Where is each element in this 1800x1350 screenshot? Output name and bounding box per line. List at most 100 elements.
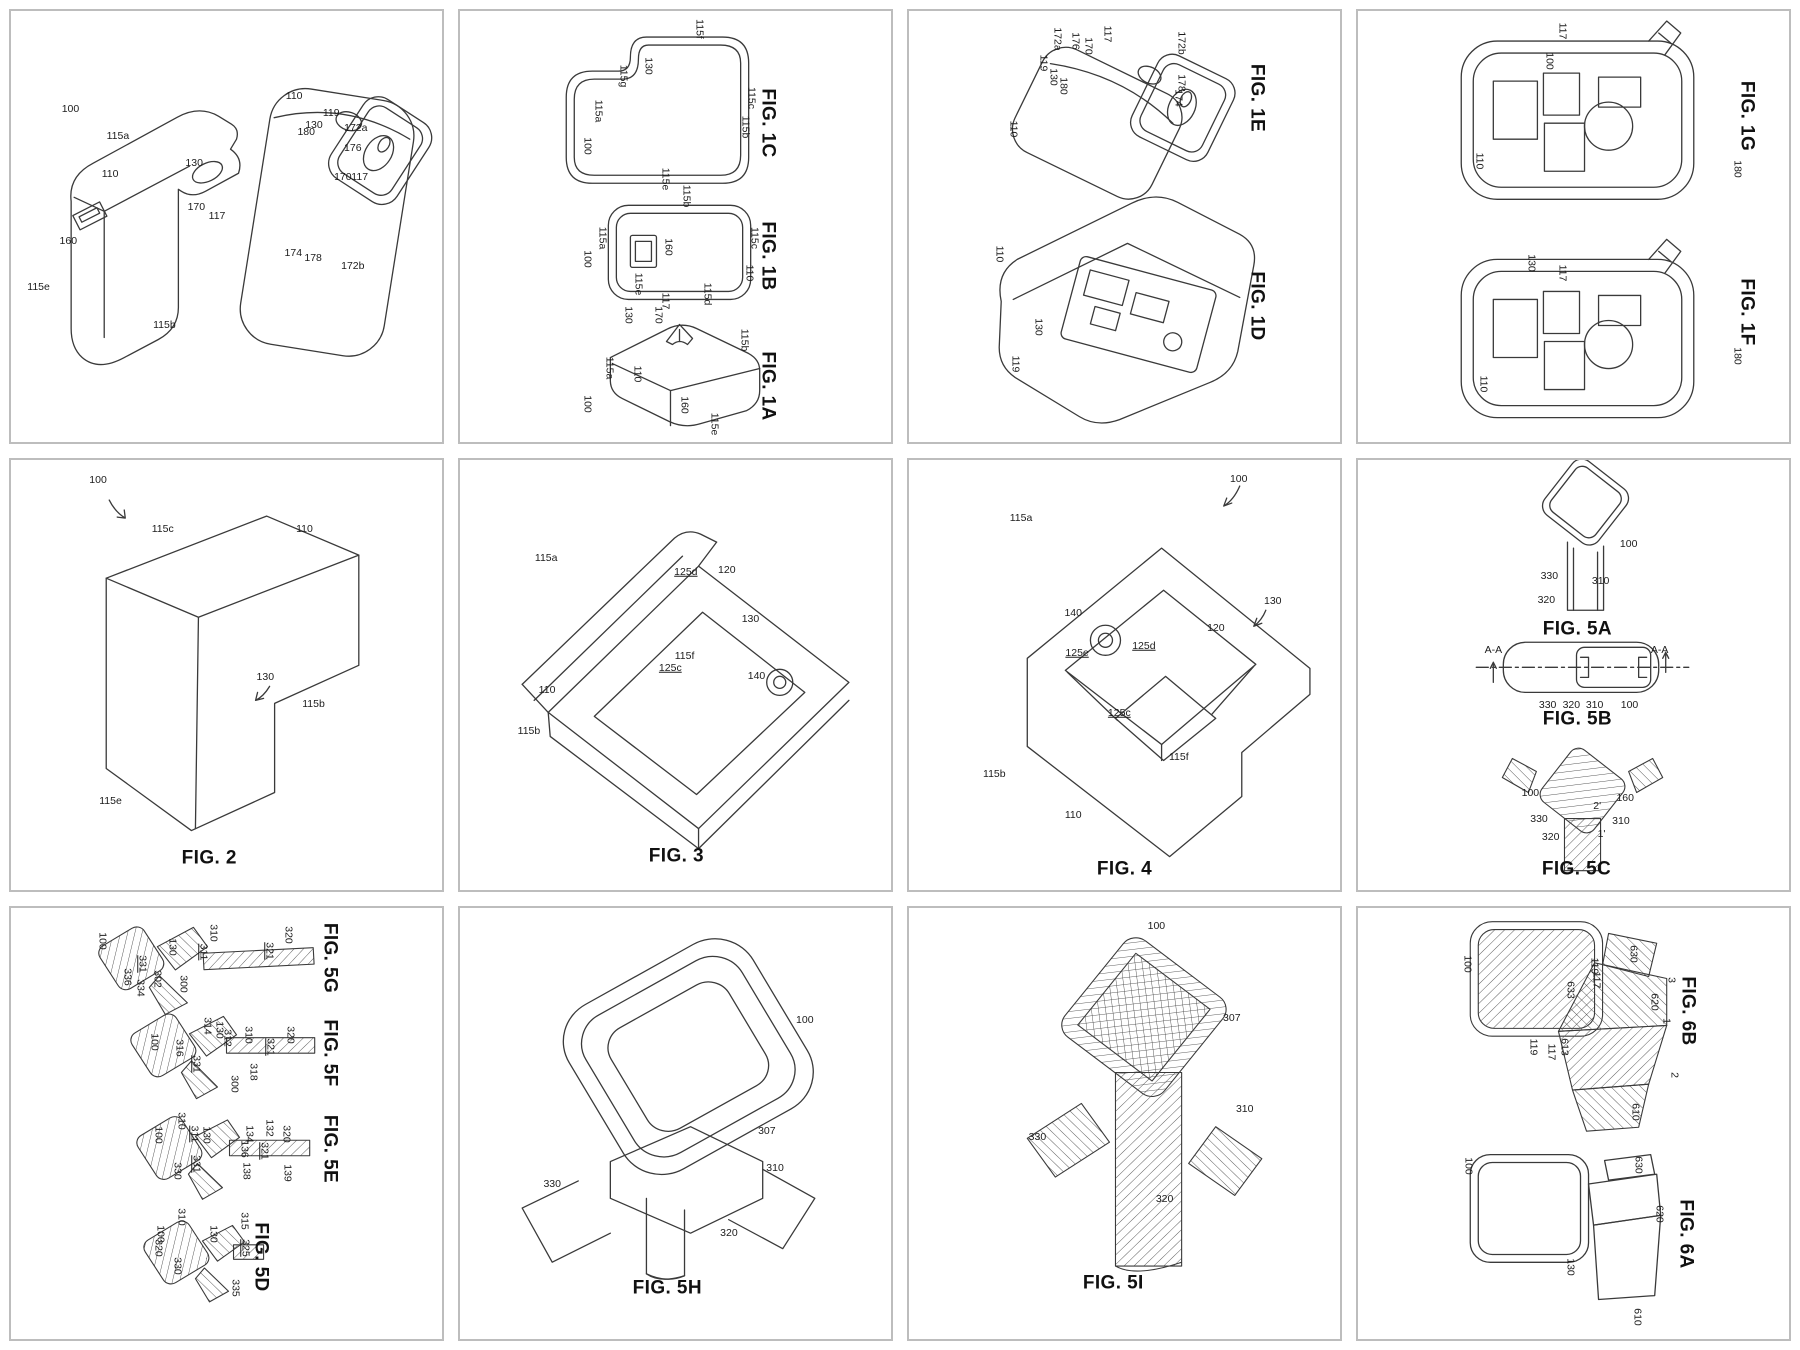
reference-numeral: 320 [1562,698,1581,711]
reference-numeral: 320 [284,1025,297,1044]
fig1abc-drawing [565,36,761,427]
reference-numeral: 100 [1461,955,1474,974]
reference-numeral: 170 [1082,37,1095,55]
reference-numeral: 310 [207,924,220,942]
reference-numeral: 115b [983,768,1006,781]
reference-numeral: 178 [304,251,322,264]
reference-numeral: 335 [228,1279,241,1297]
figure-caption: FIG. 1B [757,221,779,292]
reference-numeral: 110 [285,90,303,103]
reference-numeral: 320 [280,1124,293,1143]
fig6ab-drawing [1469,921,1668,1301]
reference-numeral: 325 [239,1239,252,1257]
reference-numeral: 1 [1659,1017,1672,1024]
fig5h-drawing [521,938,816,1281]
reference-numeral: 120 [718,564,736,577]
reference-numeral: 125d [1132,639,1156,652]
reference-numeral: 110 [1064,809,1082,822]
reference-numeral: 110 [743,264,756,282]
reference-numeral: 630 [1631,1155,1644,1174]
reference-numeral: 300 [228,1074,241,1093]
reference-numeral: 115b [738,328,751,351]
reference-numeral: 315 [237,1212,250,1231]
adapter-overview-drawing [70,87,433,366]
reference-numeral: 610 [1628,1103,1641,1121]
reference-numeral: 120 [1207,621,1225,634]
reference-numeral: 115a [106,129,130,142]
reference-numeral: 110 [101,167,119,180]
reference-numeral: 100 [1147,919,1166,932]
reference-numeral: 2 [1668,1071,1681,1078]
reference-numeral: 115b [680,184,693,208]
reference-numeral: A-A [1484,644,1503,657]
reference-numeral: 330 [171,1161,184,1180]
reference-numeral: 170 [652,305,665,324]
reference-numeral: 100 [1619,537,1638,550]
reference-numeral: 130 [1525,254,1538,273]
reference-numeral: 307 [758,1125,776,1138]
reference-numeral: 117 [1101,25,1114,43]
reference-numeral: 130 [642,57,655,75]
reference-numeral: 130 [622,305,635,324]
reference-numeral: 160 [1616,791,1634,804]
reference-numeral: 336 [121,968,134,986]
reference-numeral: 310 [1612,815,1630,828]
reference-numeral: 140 [1064,606,1082,619]
reference-numeral: 115e [99,794,122,807]
figure-caption: FIG. 5H [632,1277,702,1299]
reference-numeral: 110 [630,366,643,383]
reference-numeral: 100 [89,474,107,487]
reference-numeral: 320 [1155,1192,1174,1205]
reference-numeral: 100 [151,1126,164,1145]
fig3-drawing [521,530,850,849]
reference-numeral: 115e [659,168,672,191]
reference-numeral: 110 [296,522,313,535]
reference-numeral: 115e [708,413,721,436]
reference-numeral: 311 [197,943,210,961]
figure-caption: FIG. 3 [648,845,704,867]
reference-numeral: 174 [1172,89,1185,107]
reference-numeral: 302 [150,970,163,988]
reference-numeral: 115a [596,227,609,250]
reference-numeral: 115f [693,19,706,39]
reference-numeral: 620 [1647,993,1660,1011]
reference-numeral: 330 [171,1257,184,1275]
reference-numeral: 172a [344,121,368,134]
reference-numeral: 136 [237,1140,250,1158]
reference-numeral: 170 [334,170,352,183]
reference-numeral: 318 [247,1063,260,1081]
reference-numeral: 330 [1538,698,1557,711]
reference-numeral: 311 [187,1125,200,1142]
reference-numeral: 100 [1229,472,1248,485]
figure-caption: FIG. 2 [181,847,237,869]
fig5defg-drawing [98,926,316,1303]
reference-numeral: 160 [677,395,690,414]
reference-numeral: 331 [190,1055,203,1073]
reference-numeral: 172a [1051,27,1064,51]
reference-numeral: 160 [59,235,78,248]
reference-numeral: 130 [256,670,275,683]
reference-numeral: 320 [720,1227,738,1240]
reference-numeral: 117 [1544,1043,1557,1061]
reference-numeral: 312 [220,1028,233,1047]
reference-numeral: 115b [739,115,752,139]
reference-numeral: 110 [1476,375,1489,392]
reference-numeral: 125c [1107,706,1131,719]
reference-numeral: 117 [351,170,369,183]
reference-numeral: 100 [581,137,594,155]
reference-numeral: 100 [796,1014,814,1027]
reference-numeral: 115a [602,357,615,380]
fig5abc-drawing [1475,459,1690,871]
reference-numeral: 115g [617,64,630,88]
reference-numeral: 130 [200,1126,213,1145]
reference-numeral: 115c [151,523,174,536]
reference-numeral: 610 [1631,1307,1644,1326]
